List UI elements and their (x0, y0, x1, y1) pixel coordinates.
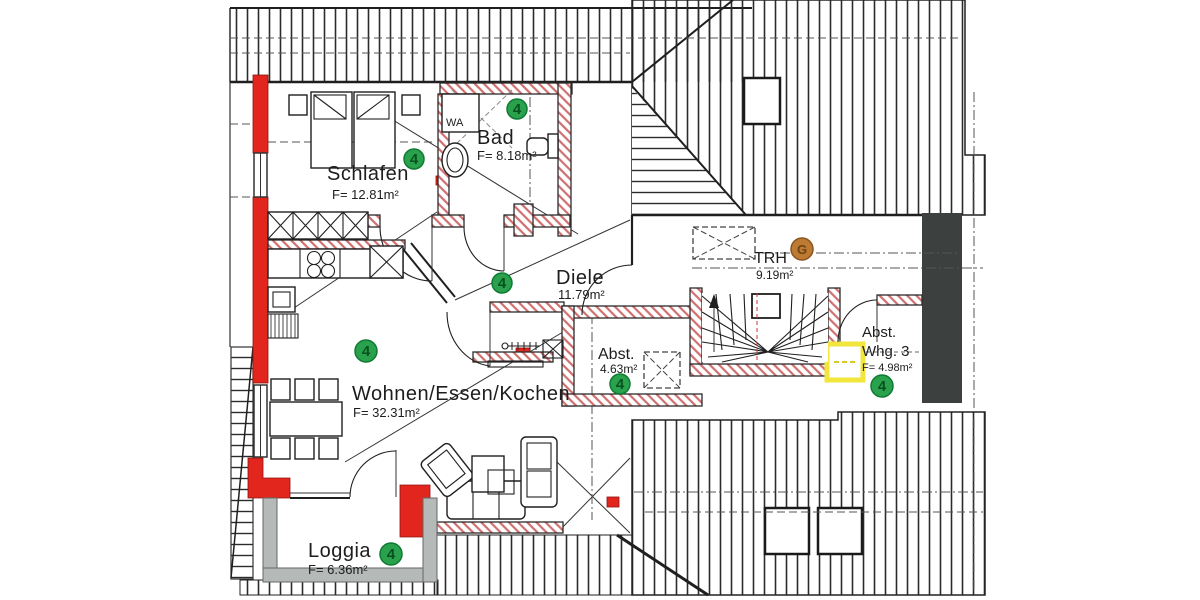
cooktop-burner (320, 263, 336, 279)
chair (270, 437, 291, 460)
room-area: F= 6.36m² (308, 562, 368, 577)
room-area: 4.63m² (600, 362, 637, 376)
stair-up-arrow (709, 294, 719, 308)
room-label-loggia: Loggia F= 6.36m² (308, 540, 371, 577)
armchair-left (420, 442, 474, 498)
marker-letter: G (797, 242, 807, 257)
staircase (701, 293, 829, 363)
room-area: 11.79m² (558, 287, 605, 302)
nightstand-right (401, 94, 421, 116)
skylight-trh (692, 226, 756, 260)
marker-number: 4 (387, 546, 396, 563)
roof-bottom-left-band (230, 346, 439, 596)
room-label-wohnen: Wohnen/Essen/Kochen F= 32.31m² (352, 383, 570, 420)
room-area: F= 8.18m² (477, 148, 537, 163)
duct-box (542, 339, 564, 359)
room-name: Wohnen/Essen/Kochen (352, 383, 570, 405)
window-left-lower (253, 384, 268, 458)
chimney (922, 213, 962, 403)
marker-number: 4 (410, 151, 419, 168)
room-area: F= 4.98m² (862, 362, 913, 374)
common-area-marker-trh: G (790, 237, 814, 261)
room-name: TRH (754, 250, 787, 267)
unit-marker-abst: 4 (609, 373, 631, 395)
kitchen-appliance (267, 286, 296, 313)
radiator (487, 339, 564, 368)
chair (270, 378, 291, 401)
bed (288, 91, 421, 169)
washing-machine-label: WA (446, 117, 464, 129)
marker-number: 4 (616, 376, 625, 393)
shelf (487, 360, 544, 368)
unit-marker-abst-whg3: 4 (870, 374, 894, 398)
skylight-bottom-2 (816, 506, 864, 556)
room-area: F= 12.81m² (332, 187, 400, 202)
skylight-top (742, 76, 782, 126)
loggia-parapet (262, 492, 438, 583)
exterior-walls-red (247, 74, 709, 538)
room-label-bad: Bad F= 8.18m² (477, 127, 537, 163)
unit-marker-wohnen: 4 (354, 339, 378, 363)
roof-bottom-right (631, 411, 986, 596)
marker-number: 4 (362, 343, 371, 360)
chair (294, 437, 315, 460)
dining-set (269, 378, 343, 460)
chair (318, 378, 339, 401)
room-area: F= 32.31m² (353, 405, 421, 420)
toilet (526, 137, 549, 156)
room-name: Loggia (308, 540, 371, 562)
room-name: Abst. (598, 346, 634, 363)
roof-top-right (631, 0, 986, 217)
room-label-abstellraum: Abst. 4.63m² (598, 346, 637, 376)
room-name-2: Whg. 3 (862, 343, 910, 360)
marker-number: 4 (498, 275, 507, 292)
wardrobe (267, 211, 369, 240)
unit-marker-schlafen: 4 (403, 148, 425, 170)
chair (318, 437, 339, 460)
room-area: 9.19m² (756, 268, 793, 282)
room-name: Abst. (862, 324, 896, 341)
kitchen-counter (267, 245, 404, 339)
armchair-right (520, 436, 558, 508)
unit-marker-diele: 4 (491, 272, 513, 294)
dining-table (269, 401, 343, 437)
cooktop-burner (306, 263, 322, 279)
stair-landing (751, 293, 781, 319)
unit-marker-bad: 4 (506, 98, 528, 120)
nightstand-left (288, 94, 308, 116)
room-name: Bad (477, 127, 514, 149)
highlight-square-yellow (824, 341, 866, 383)
washing-machine (441, 93, 480, 133)
sofa-group (420, 436, 558, 520)
room-name: Diele (556, 267, 604, 289)
bathroom-fixtures (441, 89, 559, 178)
skylight-bottom-1 (763, 506, 811, 556)
marker-number: 4 (513, 101, 522, 118)
unit-marker-loggia: 4 (379, 542, 403, 566)
room-label-abst-whg3: Abst. Whg. 3 F= 4.98m² (862, 324, 913, 374)
room-label-diele: Diele 11.79m² (556, 267, 605, 302)
toilet-tank (547, 133, 559, 159)
sink (441, 142, 469, 178)
room-label-treppenhaus: TRH 9.19m² (754, 250, 793, 282)
chair (294, 378, 315, 401)
marker-number: 4 (878, 378, 887, 395)
room-name: Schlafen (327, 163, 409, 185)
roof-bottom-center (436, 457, 709, 597)
room-label-schlafen: Schlafen F= 12.81m² (327, 163, 409, 202)
side-table (487, 469, 515, 495)
window-left-upper (253, 152, 268, 198)
skylight-abst (643, 351, 681, 389)
